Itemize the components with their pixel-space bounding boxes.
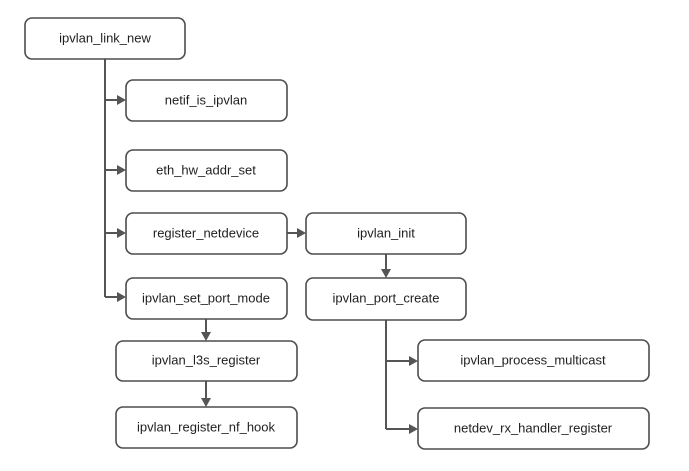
node-label: ipvlan_register_nf_hook [137,419,276,434]
node-ipvlan-init: ipvlan_init [305,212,467,255]
arrowhead-process-multicast [409,356,418,366]
node-netif-is-ipvlan: netif_is_ipvlan [125,79,288,122]
node-eth-hw-addr-set: eth_hw_addr_set [125,149,288,192]
arrowhead-set-port-mode [117,292,126,302]
node-register-netdevice: register_netdevice [125,212,288,255]
node-ipvlan-process-multicast: ipvlan_process_multicast [417,339,650,382]
arrowhead-rx-handler-register [409,424,418,434]
node-label: ipvlan_port_create [333,290,440,305]
node-netdev-rx-handler-register: netdev_rx_handler_register [417,407,650,450]
edges [104,59,418,434]
node-ipvlan-link-new: ipvlan_link_new [24,17,186,60]
arrowhead-l3s-register [201,332,211,341]
node-ipvlan-l3s-register: ipvlan_l3s_register [115,340,298,382]
arrowhead-port-create [381,269,391,278]
node-label: ipvlan_set_port_mode [142,290,270,305]
node-label: register_netdevice [153,225,259,240]
nodes: ipvlan_link_new netif_is_ipvlan eth_hw_a… [24,17,650,450]
node-ipvlan-register-nf-hook: ipvlan_register_nf_hook [115,406,298,449]
arrowhead-netif-is-ipvlan [117,95,126,105]
node-label: netif_is_ipvlan [165,92,247,107]
node-label: ipvlan_link_new [59,30,151,45]
node-label: eth_hw_addr_set [156,162,256,177]
node-label: ipvlan_init [357,225,415,240]
arrowhead-register-nf-hook [201,398,211,407]
node-ipvlan-port-create: ipvlan_port_create [305,277,467,321]
node-label: netdev_rx_handler_register [454,420,613,435]
node-label: ipvlan_process_multicast [460,352,606,367]
node-label: ipvlan_l3s_register [152,352,261,367]
arrowhead-eth-hw-addr-set [117,165,126,175]
node-ipvlan-set-port-mode: ipvlan_set_port_mode [125,277,288,320]
arrowhead-register-netdevice [117,228,126,238]
arrowhead-ipvlan-init [297,228,306,238]
